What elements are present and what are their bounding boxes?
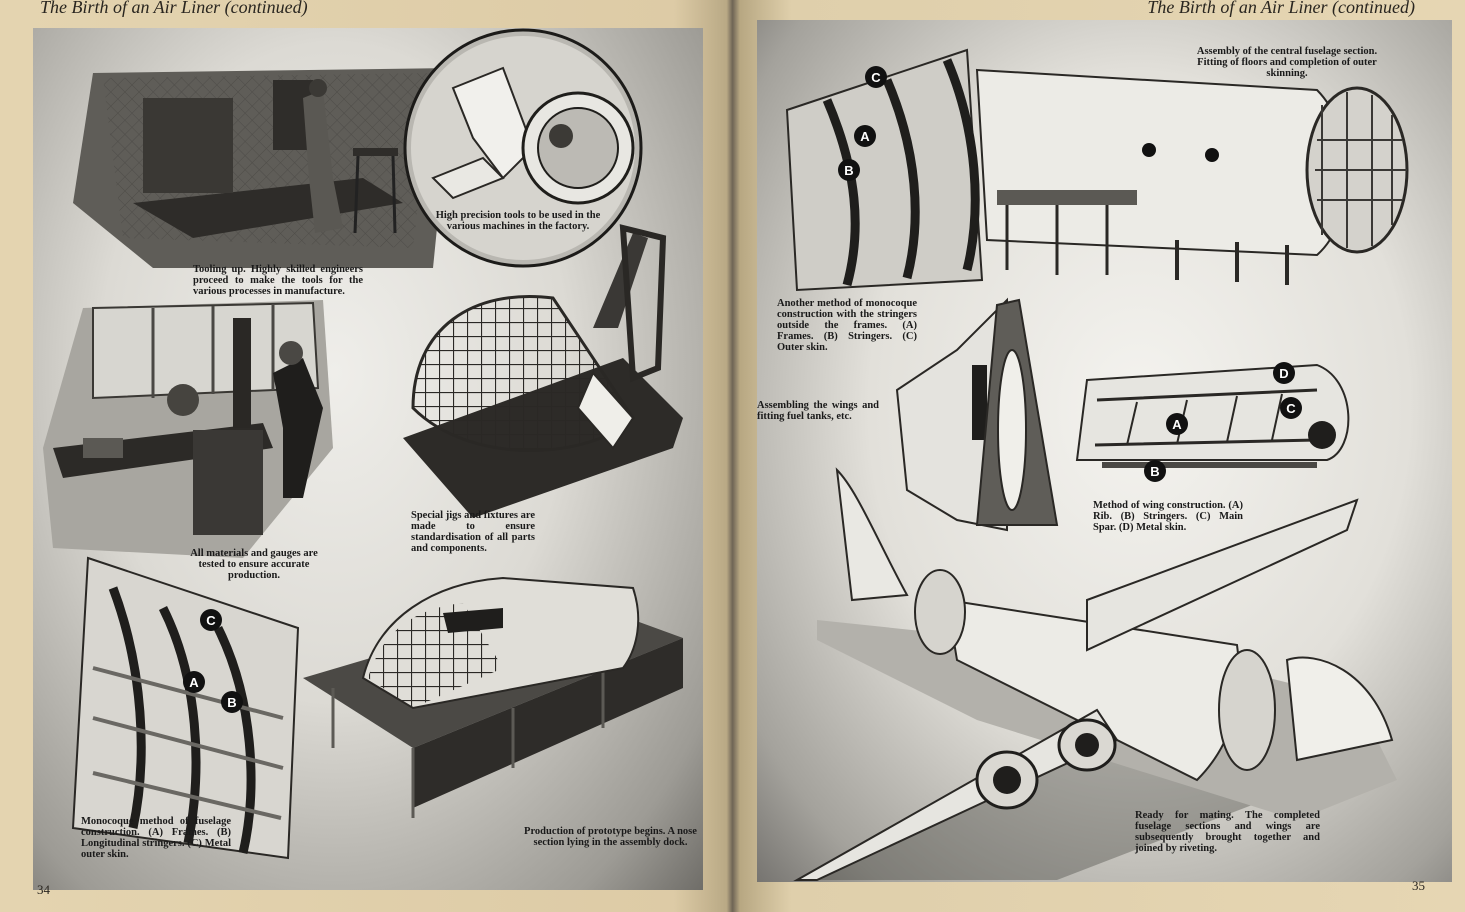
marker-b-right-top: B — [844, 163, 853, 178]
prototype-dock-illustration — [303, 576, 683, 818]
caption-monocoque: Monocoque method of fuselage constructio… — [81, 816, 231, 860]
marker-a-wing: A — [1172, 417, 1182, 432]
marker-a-right-top: A — [860, 129, 870, 144]
caption-gauges: All materials and gauges are tested to e… — [190, 548, 318, 581]
wing-assembly-illustration — [895, 297, 1059, 532]
caption-tooling: Tooling up. Highly skilled engineers pro… — [193, 264, 363, 297]
left-markers: C A B — [183, 609, 243, 713]
left-illustration-panel: C A B Tooling up. Highly skilled enginee… — [33, 28, 703, 890]
caption-wing-construction: Method of wing construction. (A) Rib. (B… — [1093, 500, 1243, 533]
jig-fixture-illustration — [403, 224, 683, 518]
caption-wings: Assembling the wings and fitting fuel ta… — [757, 400, 879, 422]
right-markers: C A B D C A B — [838, 66, 1302, 482]
wing-construction-illustration — [1075, 363, 1350, 468]
precision-tools-illustration — [403, 28, 643, 268]
caption-fuselage: Assembly of the central fuselage section… — [1196, 46, 1378, 79]
caption-jigs: Special jigs and fixtures are made to en… — [411, 510, 535, 554]
marker-c-right-top: C — [871, 70, 881, 85]
caption-monocoque-alt: Another method of monocoque construction… — [777, 298, 917, 353]
caption-mating: Ready for mating. The completed fuselage… — [1135, 810, 1320, 854]
right-page-number: 35 — [1412, 878, 1425, 893]
airliner-mating-illustration — [793, 467, 1397, 881]
right-running-head: The Birth of an Air Liner (continued) — [1147, 0, 1415, 17]
gauges-testing-illustration — [43, 300, 333, 558]
marker-c-left: C — [206, 613, 216, 628]
marker-a-left: A — [189, 675, 199, 690]
right-illustrations: C A B D C A B — [785, 48, 1409, 881]
fuselage-assembly-illustration — [785, 48, 1409, 292]
tooling-workshop-illustration — [73, 68, 453, 268]
left-page-number: 34 — [37, 882, 50, 897]
marker-d-wing: D — [1279, 366, 1288, 381]
left-running-head: The Birth of an Air Liner (continued) — [40, 0, 308, 17]
marker-b-left: B — [227, 695, 236, 710]
marker-b-wing: B — [1150, 464, 1159, 479]
caption-prototype: Production of prototype begins. A nose s… — [524, 826, 697, 848]
right-illustration-panel: C A B D C A B Assembly of the central fu… — [757, 20, 1452, 882]
left-illustrations: C A B — [43, 28, 683, 860]
caption-tools: High precision tools to be used in the v… — [435, 210, 601, 232]
marker-c-wing: C — [1286, 401, 1296, 416]
monocoque-frames-illustration — [71, 556, 300, 860]
